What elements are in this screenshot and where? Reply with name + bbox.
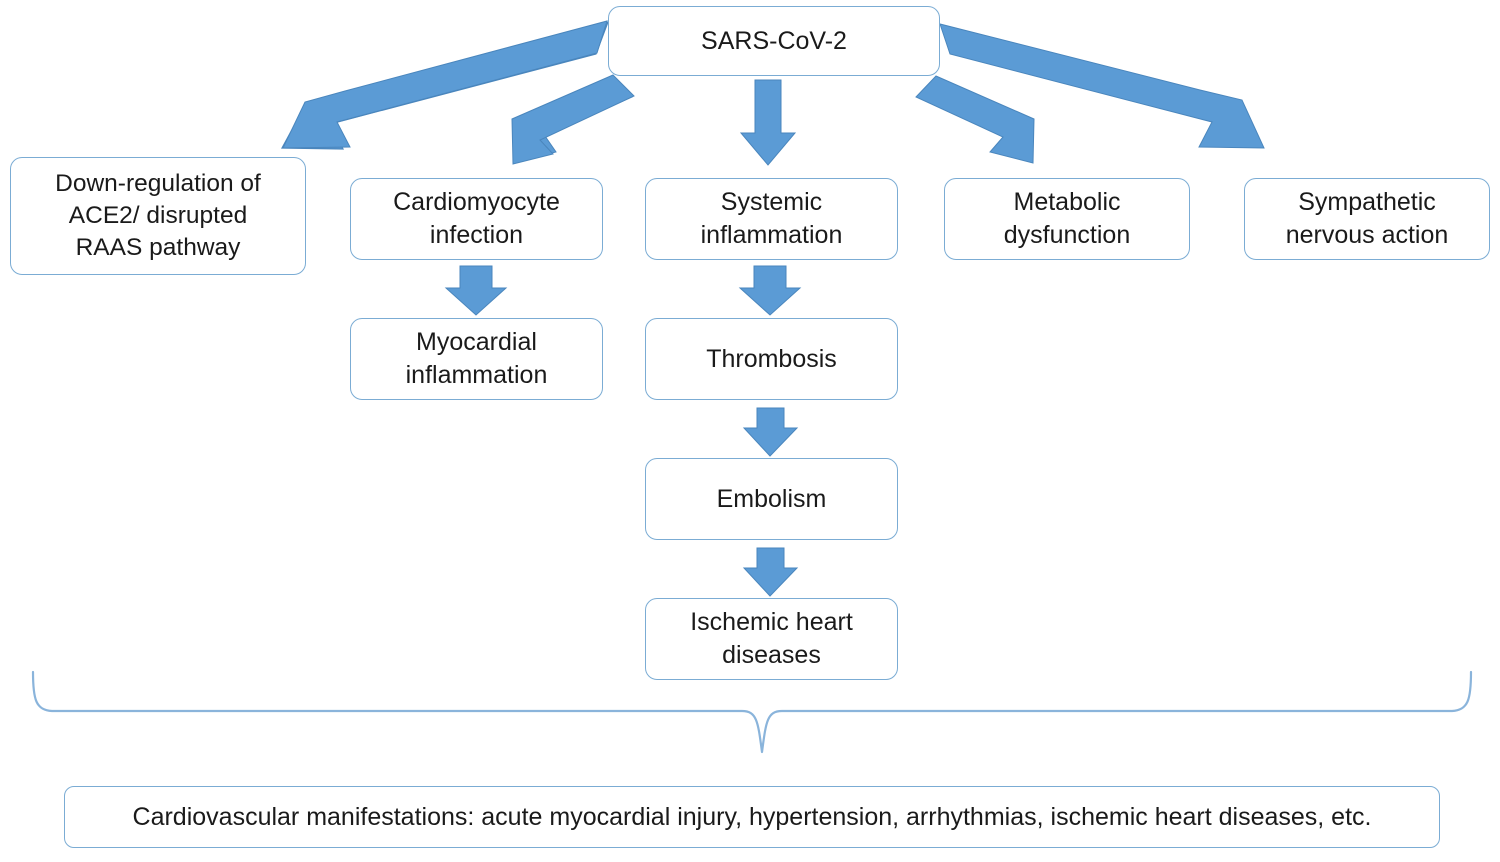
arrow-embolism-to-ischemic — [742, 547, 799, 597]
node-myocardial-inflammation[interactable]: Myocardial inflammation — [350, 318, 603, 400]
arrow-sars-to-systemic — [739, 79, 797, 166]
arrow-sars-to-metabolic — [915, 75, 1035, 164]
node-label: SARS-CoV-2 — [701, 26, 847, 55]
node-label: Metabolic dysfunction — [1003, 188, 1131, 249]
node-embolism[interactable]: Embolism — [645, 458, 898, 540]
node-thrombosis[interactable]: Thrombosis — [645, 318, 898, 400]
node-cardiovascular-manifestations[interactable]: Cardiovascular manifestations: acute myo… — [64, 786, 1440, 848]
arrow-sars-to-sympathetic — [939, 23, 1265, 149]
node-metabolic-dysfunction[interactable]: Metabolic dysfunction — [944, 178, 1190, 260]
node-sympathetic-nervous-action[interactable]: Sympathetic nervous action — [1244, 178, 1490, 260]
node-label: Cardiovascular manifestations: acute myo… — [132, 802, 1372, 831]
node-label: Myocardial inflammation — [405, 328, 548, 389]
brace-all-to-summary — [31, 670, 1473, 754]
node-ischemic-heart-diseases[interactable]: Ischemic heart diseases — [645, 598, 898, 680]
arrow-sars-to-cardiomyocyte — [511, 74, 635, 165]
node-label: Embolism — [716, 484, 827, 513]
node-systemic-inflammation[interactable]: Systemic inflammation — [645, 178, 898, 260]
node-label: Ischemic heart diseases — [690, 608, 853, 669]
node-label: Cardiomyocyte infection — [393, 188, 560, 249]
arrow-sars-to-ace2 — [280, 20, 610, 150]
arrow-cardiomyocyte-to-myocardial — [444, 265, 508, 316]
node-cardiomyocyte-infection[interactable]: Cardiomyocyte infection — [350, 178, 603, 260]
node-label: Thrombosis — [706, 344, 837, 373]
node-label: Sympathetic nervous action — [1285, 188, 1449, 249]
node-label: Down-regulation of ACE2/ disrupted RAAS … — [55, 169, 261, 262]
arrow-systemic-to-thrombosis — [738, 265, 802, 316]
arrow-thrombosis-to-embolism — [742, 407, 799, 457]
node-label: Systemic inflammation — [700, 188, 843, 249]
node-sars-cov-2[interactable]: SARS-CoV-2 — [608, 6, 940, 76]
node-ace2-raas[interactable]: Down-regulation of ACE2/ disrupted RAAS … — [10, 157, 306, 275]
